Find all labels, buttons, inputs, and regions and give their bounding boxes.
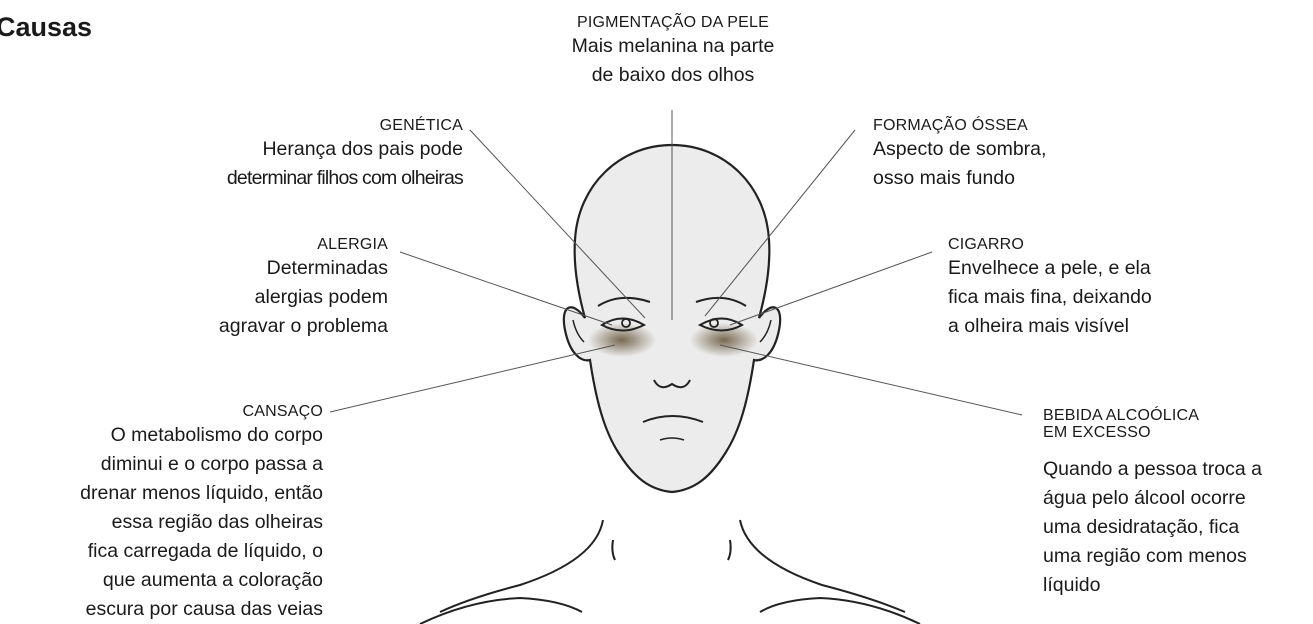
right-brow	[695, 296, 747, 307]
cause-formacao-ossea: FORMAÇÃO ÓSSEA Aspecto de sombra, osso m…	[873, 117, 1173, 193]
cause-text: que aumenta a coloração	[102, 569, 323, 591]
cause-cigarro: CIGARRO Envelhece a pele, e ela fica mai…	[948, 236, 1248, 341]
right-dark-circle	[690, 323, 758, 357]
cause-text: O metabolismo do corpo	[110, 424, 323, 446]
cause-bebida: BEBIDA ALCOÓLICA EM EXCESSO Quando a pes…	[1043, 407, 1313, 600]
left-eye	[600, 317, 647, 332]
cause-heading: ALERGIA	[317, 236, 388, 253]
cause-heading: FORMAÇÃO ÓSSEA	[873, 117, 1028, 134]
page-title: Causas	[0, 12, 93, 42]
nose	[653, 379, 691, 389]
leader-lines	[329, 110, 1023, 416]
cause-text: a olheira mais visível	[948, 315, 1129, 337]
cause-text: Aspecto de sombra,	[873, 138, 1047, 160]
cause-text: agravar o problema	[218, 315, 388, 337]
cause-cansaco: CANSAÇO O metabolismo do corpo diminui e…	[0, 403, 323, 624]
cause-text: uma região com menos	[1043, 545, 1247, 567]
cause-text: Determinadas	[266, 257, 388, 279]
cause-text: drenar menos líquido, então	[80, 482, 323, 504]
cause-alergia: ALERGIA Determinadas alergias podem agra…	[128, 236, 388, 341]
cause-text: Quando a pessoa troca a	[1043, 458, 1262, 480]
cause-text: Envelhece a pele, e ela	[948, 257, 1151, 279]
neck-right-line	[739, 519, 906, 613]
cause-heading: BEBIDA ALCOÓLICA	[1043, 407, 1200, 424]
cause-text: fica mais fina, deixando	[948, 286, 1152, 308]
neck-left-line	[439, 519, 604, 613]
cause-text: diminui e o corpo passa a	[100, 453, 323, 475]
cause-text: fica carregada de líquido, o	[87, 540, 323, 562]
cause-heading: CIGARRO	[948, 236, 1025, 253]
cause-heading: EM EXCESSO	[1043, 424, 1151, 441]
cause-text: osso mais fundo	[873, 167, 1015, 189]
cause-text: líquido	[1043, 574, 1101, 596]
cause-heading: CANSAÇO	[242, 403, 323, 420]
cause-pigmentacao: PIGMENTAÇÃO DA PELE Mais melanina na par…	[508, 14, 838, 90]
shoulder-right-line	[759, 596, 921, 624]
left-brow	[597, 296, 651, 307]
cause-text: Herança dos pais pode	[262, 138, 463, 160]
cause-text: água pelo álcool ocorre	[1043, 487, 1246, 509]
cause-text: essa região das olheiras	[111, 511, 323, 533]
cause-heading: GENÉTICA	[379, 117, 463, 134]
cause-text: determinar filhos com olheiras	[226, 167, 464, 189]
cause-genetica: GENÉTICA Herança dos pais pode determina…	[123, 117, 464, 193]
cause-text: Mais melanina na parte	[571, 35, 775, 57]
mouth	[642, 415, 704, 423]
cause-text: uma desidratação, fica	[1043, 516, 1240, 538]
cause-text: escura por causa das veias	[85, 598, 323, 620]
cause-text: alergias podem	[254, 286, 388, 308]
shoulder-left-line	[419, 596, 583, 624]
cause-text: de baixo dos olhos	[591, 64, 755, 86]
left-dark-circle	[588, 323, 656, 357]
cause-heading: PIGMENTAÇÃO DA PELE	[577, 14, 769, 31]
